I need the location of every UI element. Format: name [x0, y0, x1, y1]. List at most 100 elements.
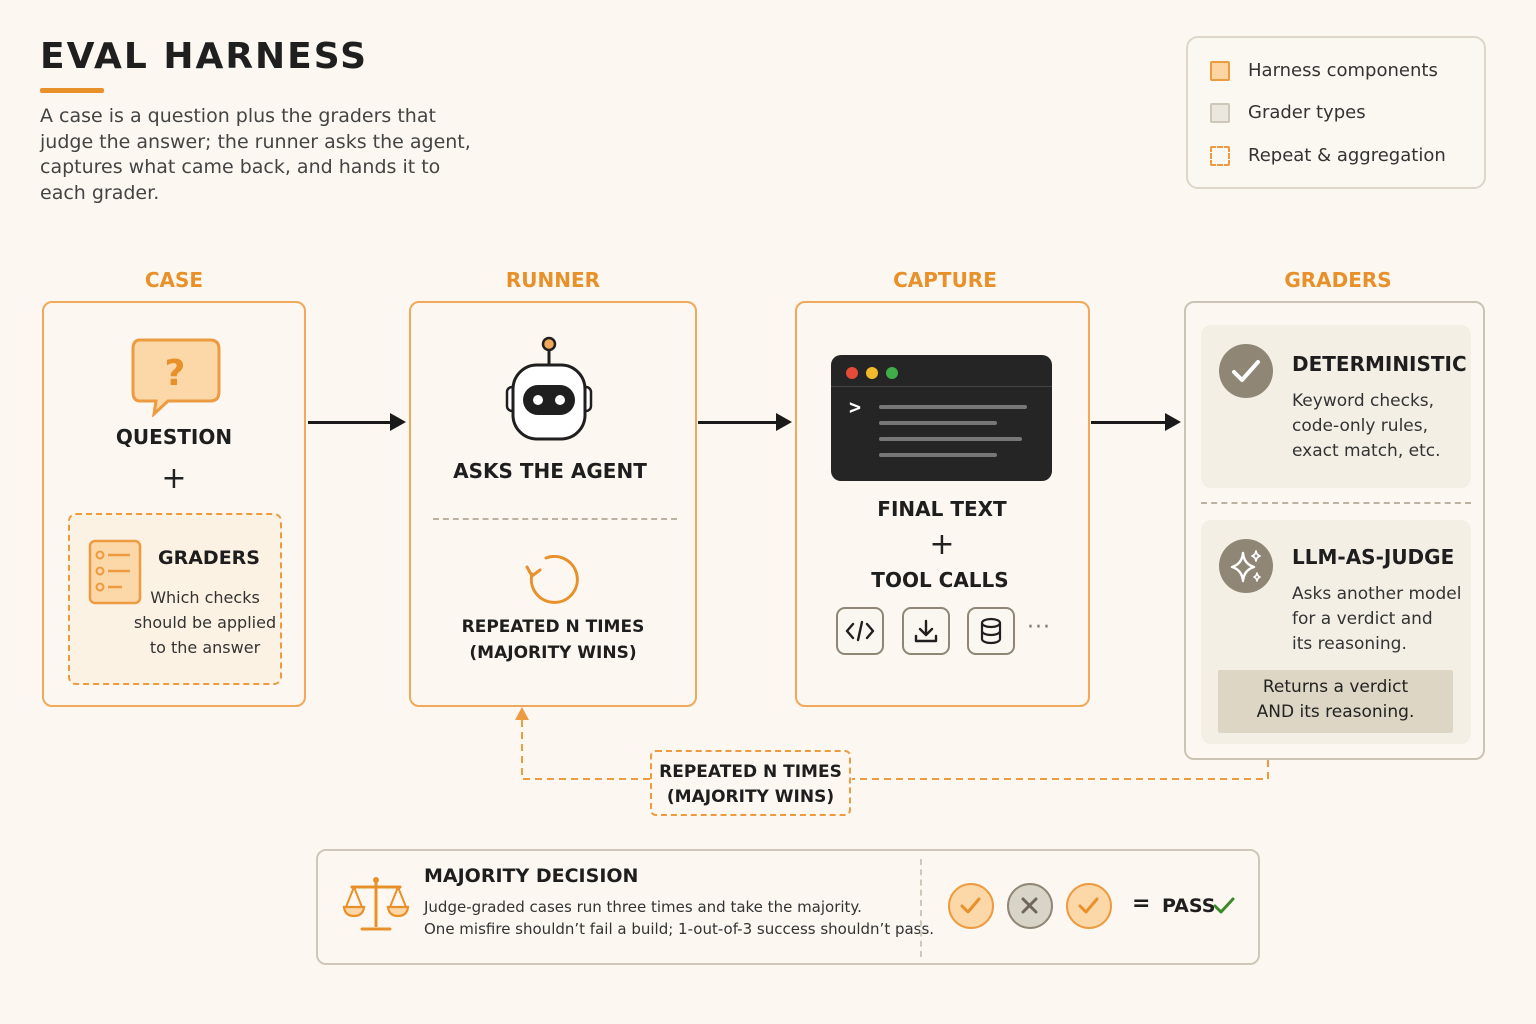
vote-check-glyph	[960, 897, 981, 914]
tool-calls-label: TOOL CALLS	[871, 568, 1009, 592]
terminal-line	[879, 453, 997, 457]
question-bubble-icon: ?	[131, 338, 221, 417]
graders-subbox-title: GRADERS	[158, 547, 260, 569]
capture-box: > FINAL TEXT + TOOL CALLS ···	[795, 301, 1090, 707]
arrowhead	[1165, 413, 1181, 431]
graders-subbox: GRADERS Which checks should be applied t…	[68, 513, 282, 685]
llm-judge-desc-1: Asks another model	[1292, 584, 1462, 604]
repeat-loop-line1: REPEATED N TIMES	[659, 762, 842, 782]
verdict-note-line1: Returns a verdict	[1262, 677, 1409, 697]
window-maximize-dot	[886, 367, 898, 379]
llm-judge-card: LLM-AS-JUDGE Asks another model for a ve…	[1201, 520, 1471, 744]
graders-subbox-desc-1: Which checks	[150, 588, 260, 607]
repeat-loop-box: REPEATED N TIMES (MAJORITY WINS)	[650, 750, 851, 816]
page-title: EVAL HARNESS	[40, 36, 369, 77]
deterministic-title: DETERMINISTIC	[1292, 352, 1467, 376]
terminal-titlebar-divider	[831, 386, 1052, 387]
vote-check-glyph	[1078, 897, 1099, 914]
sparkle-icon	[1219, 539, 1273, 593]
runner-box: ASKS THE AGENT REPEATED N TIMES (MAJORIT…	[409, 301, 697, 707]
deterministic-desc-2: code-only rules,	[1292, 416, 1429, 436]
pass-result: PASS	[1162, 895, 1216, 917]
robot-icon	[505, 336, 593, 441]
legend-item-grader: Grader types	[1210, 102, 1366, 123]
case-box: ? QUESTION + GRADERS Which checks should…	[42, 301, 306, 707]
llm-judge-title: LLM-AS-JUDGE	[1292, 545, 1455, 569]
column-label-case: CASE	[144, 268, 204, 292]
equals-sign: =	[1132, 891, 1151, 916]
legend-swatch-dashed	[1210, 145, 1230, 166]
graders-box: DETERMINISTIC Keyword checks, code-only …	[1184, 301, 1485, 760]
repeat-loop-line2: (MAJORITY WINS)	[666, 787, 835, 807]
verdict-note: Returns a verdict AND its reasoning.	[1218, 670, 1453, 733]
plus-sign: +	[929, 527, 955, 562]
vote-pass-icon	[948, 883, 994, 929]
llm-judge-desc-2: for a verdict and	[1292, 609, 1433, 629]
more-tools-ellipsis: ···	[1027, 615, 1051, 640]
download-icon	[902, 607, 950, 655]
flow-arrow	[1091, 421, 1167, 424]
pass-check-icon	[1213, 897, 1235, 914]
repeat-cycle-icon	[525, 554, 579, 604]
code-glyph	[845, 620, 875, 642]
majority-decision-title: MAJORITY DECISION	[424, 865, 639, 887]
asks-agent-label: ASKS THE AGENT	[453, 459, 647, 483]
scales-icon	[342, 877, 410, 931]
check-icon	[1219, 344, 1273, 398]
decision-divider	[920, 859, 922, 957]
legend-label: Repeat & aggregation	[1248, 145, 1446, 166]
majority-decision-panel: MAJORITY DECISION Judge-graded cases run…	[316, 849, 1260, 965]
final-text-label: FINAL TEXT	[877, 497, 1007, 521]
svg-text:?: ?	[165, 353, 186, 394]
terminal-line	[879, 421, 997, 425]
question-label: QUESTION	[115, 425, 233, 449]
flow-arrow	[698, 421, 778, 424]
flow-arrow	[308, 421, 392, 424]
legend-swatch-orange	[1210, 60, 1230, 81]
terminal-prompt: >	[849, 395, 862, 419]
database-icon	[967, 607, 1015, 655]
arrowhead	[390, 413, 406, 431]
arrowhead	[776, 413, 792, 431]
title-underline	[40, 88, 104, 93]
majority-decision-line2: One misfire shouldn’t fail a build; 1-ou…	[424, 920, 935, 938]
vote-x-glyph	[1021, 897, 1038, 914]
runner-repeat-line2: (MAJORITY WINS)	[469, 643, 637, 663]
plus-sign: +	[161, 461, 187, 496]
download-glyph	[914, 619, 938, 643]
runner-divider	[433, 518, 677, 520]
graders-divider	[1201, 502, 1471, 504]
vote-fail-icon	[1007, 883, 1053, 929]
column-label-graders: GRADERS	[1284, 268, 1392, 292]
legend: Harness components Grader types Repeat &…	[1186, 36, 1486, 189]
database-glyph	[980, 617, 1002, 645]
graders-subbox-desc-3: to the answer	[149, 638, 261, 657]
checklist-icon	[88, 539, 142, 605]
window-close-dot	[846, 367, 858, 379]
legend-item-harness: Harness components	[1210, 60, 1438, 81]
legend-label: Grader types	[1248, 102, 1366, 123]
legend-swatch-grey	[1210, 102, 1230, 123]
check-glyph	[1232, 360, 1260, 382]
deterministic-desc-1: Keyword checks,	[1292, 391, 1435, 411]
intro-text: A case is a question plus the graders th…	[40, 105, 471, 204]
code-icon	[836, 607, 884, 655]
sparkle-glyph	[1230, 550, 1261, 583]
legend-label: Harness components	[1248, 60, 1438, 81]
legend-item-repeat: Repeat & aggregation	[1210, 145, 1446, 166]
terminal-window: >	[831, 355, 1052, 481]
llm-judge-desc-3: its reasoning.	[1292, 634, 1407, 654]
graders-subbox-desc-2: should be applied	[133, 613, 277, 632]
runner-repeat-line1: REPEATED N TIMES	[461, 617, 645, 637]
terminal-line	[879, 405, 1027, 409]
terminal-line	[879, 437, 1022, 441]
column-label-runner: RUNNER	[505, 268, 601, 292]
window-minimize-dot	[866, 367, 878, 379]
majority-decision-line1: Judge-graded cases run three times and t…	[424, 898, 862, 916]
deterministic-card: DETERMINISTIC Keyword checks, code-only …	[1201, 325, 1471, 488]
deterministic-desc-3: exact match, etc.	[1292, 441, 1441, 461]
vote-pass-icon	[1066, 883, 1112, 929]
verdict-note-line2: AND its reasoning.	[1256, 702, 1415, 722]
column-label-capture: CAPTURE	[893, 268, 997, 292]
